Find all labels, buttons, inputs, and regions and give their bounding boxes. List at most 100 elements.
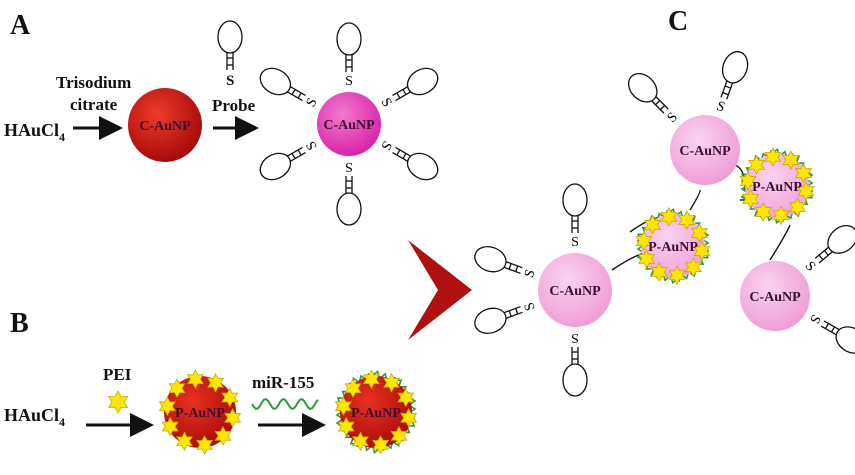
probe-basepair (722, 91, 729, 96)
probe-loop (406, 67, 439, 96)
pei-aunp-core (641, 214, 705, 278)
hairpin-probe: S (259, 67, 321, 110)
probe-basepair (291, 89, 296, 95)
trisodium-label: Trisodium (56, 73, 131, 92)
pei-star-icon (372, 434, 390, 455)
thiol-label: S (304, 96, 321, 110)
pei-star-icon (107, 390, 129, 414)
probe-stem (650, 100, 665, 114)
thiol-label: S (345, 159, 353, 174)
probe-stem (818, 250, 834, 264)
hairpin-probe: S (377, 138, 439, 181)
probe-basepair (402, 89, 407, 95)
probe-loop (336, 22, 362, 56)
probe-basepair (515, 308, 519, 315)
pei-star-icon (207, 372, 225, 393)
pei-star-icon (214, 425, 232, 446)
hairpin-probe: S (802, 224, 855, 275)
probe-stem (392, 152, 409, 163)
hairpin-probe: S (336, 22, 362, 89)
probe-basepair (297, 92, 302, 99)
panel-label-b: B (10, 308, 29, 339)
citrate-aunp-label: C-AuNP (549, 284, 601, 299)
probe-stem (286, 146, 303, 157)
thiol-label: S (714, 99, 726, 116)
pei-star-icon (644, 214, 662, 235)
pei-star-icon (161, 416, 179, 437)
probe-conjugate-group: S S S S S S (259, 22, 439, 226)
linker-strand (769, 224, 791, 261)
probe-thiol-label: S (226, 73, 234, 89)
pei-star-icon (797, 181, 815, 201)
probe-stem (503, 306, 521, 314)
probe-basepair (297, 149, 302, 156)
linker-strand (689, 189, 701, 211)
citrate-aunp-particle (538, 253, 612, 327)
pei-star-icon (107, 390, 129, 414)
pei-star-icon (635, 231, 653, 251)
pei-star-icon (660, 206, 678, 227)
hairpin-probe: S (562, 330, 588, 397)
probe-basepair (508, 263, 512, 270)
mirna-strand-icon (251, 397, 319, 411)
pei-star-icon (168, 378, 186, 399)
pei-aunp-label: P-AuNP (648, 240, 698, 255)
pei-star-icon (186, 369, 204, 390)
probe-stem (720, 80, 728, 98)
pei-star-icon (764, 146, 782, 167)
probe-loop (721, 51, 749, 84)
probe-loop (562, 363, 588, 397)
hairpin-probe: S (259, 138, 321, 181)
probe-stem (289, 152, 306, 163)
probe-basepair (724, 85, 731, 89)
haucl4-label-a: HAuCl4 (4, 120, 65, 144)
pei-star-icon (334, 396, 352, 417)
mir155-label: miR-155 (252, 373, 314, 392)
hairpin-probe: S (627, 72, 681, 126)
probe-loop (474, 307, 507, 334)
probe-stem (395, 91, 412, 102)
thiol-label: S (522, 268, 539, 280)
pei-star-icon (383, 372, 401, 393)
probe-loop (827, 224, 855, 254)
pei-star-icon (397, 387, 415, 408)
citrate-aunp-particle (128, 88, 202, 162)
probe-stem (505, 311, 523, 320)
thiol-label: S (304, 138, 321, 152)
probe-stem (823, 320, 841, 331)
thiol-label: S (345, 74, 353, 89)
thiol-label: S (571, 330, 579, 345)
pei-label: PEI (103, 365, 132, 384)
probe-label: Probe (212, 96, 256, 115)
pei-star-icon (158, 396, 176, 417)
probe-aunp-label: C-AuNP (323, 118, 375, 133)
pei-star-icon (196, 434, 214, 455)
hairpin-probe: S (806, 312, 855, 354)
thiol-label: S (571, 235, 579, 250)
citrate-label: citrate (70, 95, 118, 114)
citrate-aunp-label: C-AuNP (679, 144, 731, 159)
pei-star-icon (739, 171, 757, 191)
probe-stem (395, 146, 412, 157)
pei-aunp-mirna-complex: P-AuNP (334, 369, 418, 455)
pei-star-icon (224, 407, 242, 428)
panel-label-a: A (10, 10, 31, 41)
pei-star-icon (650, 262, 668, 282)
probe-stem (505, 260, 523, 269)
hairpin-probe: S (474, 300, 539, 334)
hairpin-probe: S (474, 246, 539, 280)
probe-basepair (402, 153, 407, 159)
convergence-arrow-icon (408, 240, 472, 340)
pei-aunp-core (164, 376, 236, 448)
thiol-label: S (806, 312, 823, 326)
pei-star-icon (668, 265, 686, 286)
pei-star-icon (684, 257, 702, 278)
thiol-label: S (377, 138, 394, 152)
pei-star-icon (754, 202, 772, 222)
pei-star-icon (748, 154, 766, 175)
probe-stem (503, 266, 521, 274)
pei-star-icon (693, 241, 711, 261)
thiol-label: S (377, 96, 394, 110)
